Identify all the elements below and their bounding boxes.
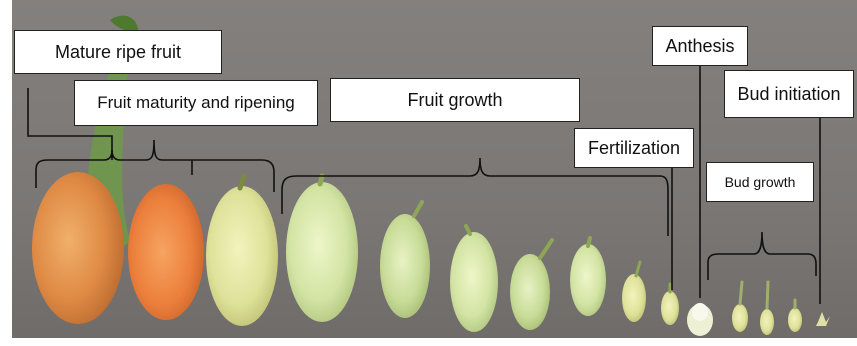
specimen-11-petal	[692, 303, 708, 321]
specimen-6-fruit	[450, 232, 498, 332]
photo-border-bottom	[0, 338, 857, 346]
specimen-8-stalk	[588, 238, 590, 246]
specimen-12-bud	[732, 304, 748, 332]
specimen-3-maturing-fruit	[206, 186, 278, 326]
label-mature-ripe-fruit-text: Mature ripe fruit	[55, 42, 181, 63]
specimen-12-stalk	[740, 282, 742, 304]
specimen-13-bud	[760, 309, 774, 335]
label-fertilization: Fertilization	[574, 128, 694, 168]
specimen-14-bud	[788, 308, 802, 332]
label-fruit-growth: Fruit growth	[330, 78, 580, 122]
specimen-10-fertilized	[661, 291, 679, 325]
label-fruit-maturity-ripening-text: Fruit maturity and ripening	[97, 93, 294, 113]
label-mature-ripe-fruit: Mature ripe fruit	[14, 30, 222, 74]
label-bud-initiation-text: Bud initiation	[737, 84, 840, 105]
label-bud-initiation: Bud initiation	[724, 70, 854, 118]
photo-border-left	[0, 0, 12, 346]
label-bud-growth-text: Bud growth	[725, 174, 796, 190]
specimen-7-fruit	[510, 254, 550, 330]
specimen-4-stalk	[320, 176, 322, 184]
label-fertilization-text: Fertilization	[588, 138, 680, 159]
label-bud-growth: Bud growth	[706, 162, 814, 202]
specimen-8-fruit	[570, 244, 606, 316]
specimen-4-fruit	[286, 182, 358, 322]
specimen-2-ripening-fruit	[128, 184, 204, 320]
specimen-1-mature-fruit	[32, 172, 124, 324]
label-fruit-growth-text: Fruit growth	[407, 90, 502, 111]
label-anthesis-text: Anthesis	[665, 36, 734, 57]
specimen-9-fruit	[622, 274, 646, 322]
specimen-5-fruit	[380, 214, 430, 318]
specimen-13-stalk	[767, 282, 768, 308]
label-fruit-maturity-ripening: Fruit maturity and ripening	[74, 80, 318, 126]
label-anthesis: Anthesis	[652, 26, 748, 66]
